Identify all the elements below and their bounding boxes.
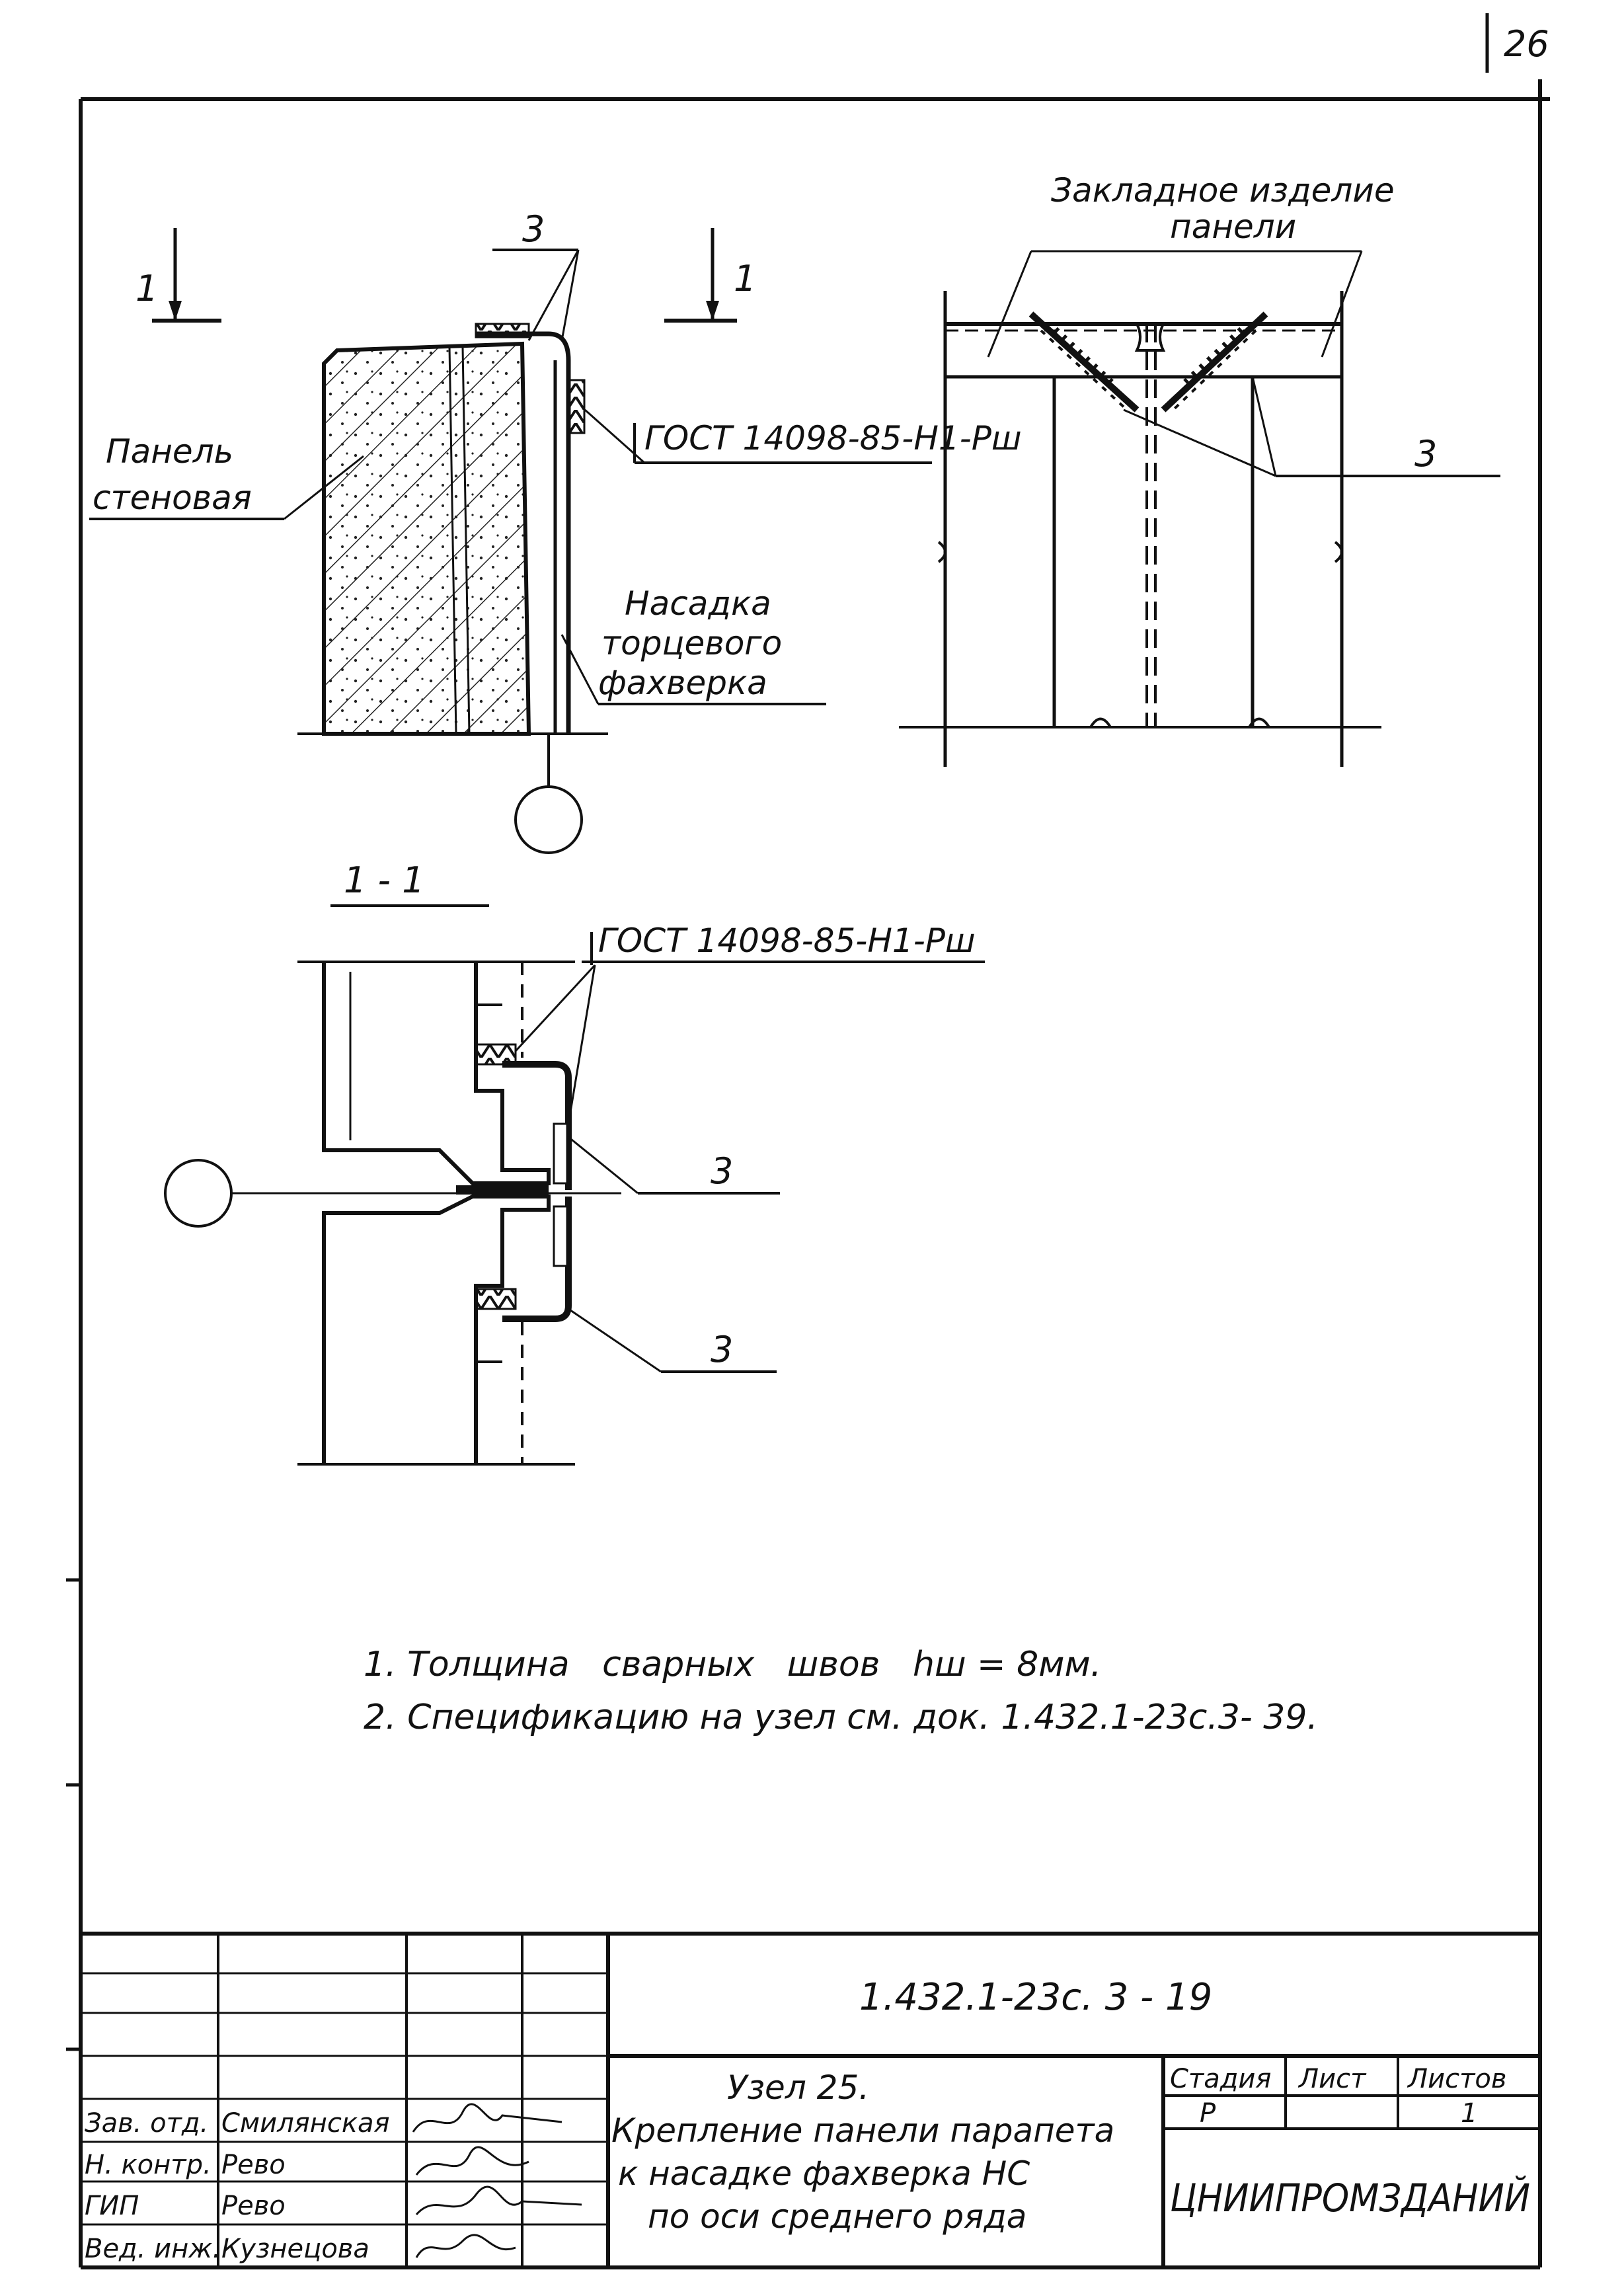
- embed-callout: Закладное изделие панели: [987, 171, 1395, 358]
- sig-role-1: Зав. отд.: [85, 2108, 208, 2139]
- sig-role-2: Н. контр.: [85, 2150, 212, 2180]
- gost-label-section: ГОСТ 14098-85-Н1-Рш: [598, 922, 976, 960]
- connection-angles: [456, 1061, 572, 1322]
- sig-name-4: Кузнецова: [221, 2234, 369, 2264]
- sig-name-2: Рево: [221, 2150, 286, 2180]
- lower-panel: [322, 1195, 551, 1464]
- gost-callout-section: ГОСТ 14098-85-Н1-Рш: [514, 922, 985, 1124]
- section-axis-bubble: [164, 1159, 621, 1228]
- document-code: 1.432.1-23с. 3 - 19: [859, 1976, 1212, 2019]
- sig-role-3: ГИП: [85, 2191, 139, 2221]
- sig-name-1: Смилянская: [221, 2108, 390, 2139]
- detail-front-view: Закладное изделие панели 3: [899, 171, 1500, 767]
- callout-3-section-b-label: 3: [711, 1329, 733, 1370]
- notes: 1. Толщина сварных швов hш = 8мм. 2. Спе…: [364, 1645, 1318, 1737]
- section-1-1: 1 - 1: [164, 859, 985, 1466]
- callout-3-top: 3: [492, 208, 580, 341]
- note-2: 2. Спецификацию на узел см. док. 1.432.1…: [364, 1698, 1318, 1737]
- callout-3-top-label: 3: [522, 208, 545, 250]
- embed-label-line1: Закладное изделие: [1051, 171, 1395, 210]
- sheet-number-box: 26: [1485, 13, 1549, 73]
- sig-role-4: Вед. инж.: [85, 2234, 221, 2264]
- gost-callout-top: ГОСТ 14098-85-Н1-Рш: [584, 409, 1022, 464]
- sheet-frame: [66, 79, 1550, 2269]
- steel-nasadka: [475, 323, 586, 734]
- callout-3-right-label: 3: [1414, 433, 1437, 475]
- section-mark-right-label: 1: [734, 258, 756, 299]
- panel-label-line1: Панель: [106, 432, 233, 471]
- sig-name-3: Рево: [221, 2191, 286, 2221]
- callout-3-section-a: 3: [568, 1136, 780, 1195]
- callout-3-section-b: 3: [568, 1308, 777, 1373]
- title-line-4: по оси среднего ряда: [648, 2197, 1026, 2236]
- wall-panel: [322, 341, 531, 736]
- sheets-value: 1: [1461, 2098, 1477, 2129]
- section-mark-left-label: 1: [135, 268, 158, 309]
- panel-label-line2: стеновая: [93, 479, 252, 517]
- embedded-plate-left: [1028, 311, 1140, 413]
- upper-panel: [322, 962, 551, 1185]
- organization-name: ЦНИИПРОМЗДАНИЙ: [1170, 2175, 1530, 2221]
- callout-3-right: 3: [1123, 376, 1500, 477]
- gost-label-top: ГОСТ 14098-85-Н1-Рш: [644, 419, 1022, 457]
- section-mark-right: 1: [664, 228, 756, 323]
- panel-callout: Панель стеновая: [89, 432, 364, 520]
- axis-bubble: [514, 734, 583, 854]
- title-line-2: Крепление панели парапета: [611, 2111, 1114, 2150]
- section-mark-left: 1: [135, 228, 221, 323]
- sheet-header: Лист: [1297, 2064, 1367, 2094]
- title-line-1: Узел 25.: [727, 2068, 869, 2107]
- title-block: Зав. отд. Смилянская Н. контр. Рево ГИП …: [81, 1932, 1540, 2267]
- sheet-number: 26: [1504, 23, 1549, 65]
- title-line-3: к насадке фахверка НС: [618, 2154, 1030, 2193]
- section-title: 1 - 1: [344, 859, 425, 901]
- callout-3-section-a-label: 3: [711, 1150, 733, 1192]
- embed-label-line2: панели: [1170, 208, 1296, 246]
- stage-header: Стадия: [1170, 2064, 1271, 2094]
- nasadka-callout: Насадка торцевого фахверка: [561, 584, 826, 705]
- nasadka-label-line1: Насадка: [625, 584, 771, 623]
- handwritten-signatures: [412, 2103, 582, 2258]
- nasadka-label-line2: торцевого: [601, 624, 782, 662]
- note-1: 1. Толщина сварных швов hш = 8мм.: [364, 1645, 1101, 1684]
- nasadka-label-line3: фахверка: [598, 664, 767, 702]
- sheets-header: Листов: [1407, 2064, 1506, 2094]
- stage-value: Р: [1200, 2098, 1216, 2129]
- embedded-plate-right: [1161, 311, 1268, 413]
- detail-elevation: 1 1: [89, 208, 1022, 854]
